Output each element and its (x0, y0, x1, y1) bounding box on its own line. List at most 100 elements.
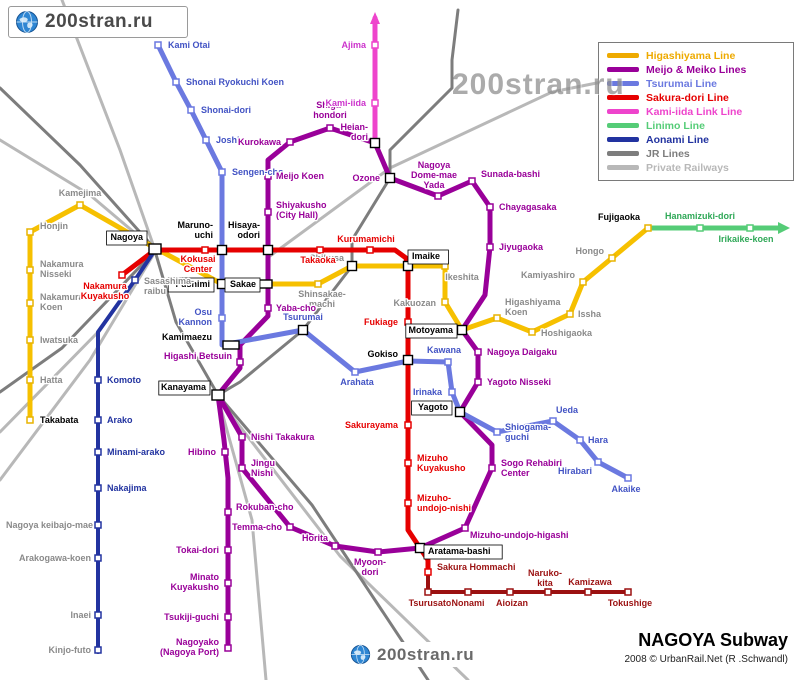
station-kurumamichi (366, 246, 374, 254)
station-kamiyashiro (579, 278, 587, 286)
station-label-takaoka: Takaoka (300, 255, 336, 265)
station-label-meijo-koen: Meijo Koen (276, 171, 324, 181)
station-higashi-betsuin (236, 358, 244, 366)
station-label-kurokawa: Kurokawa (238, 137, 282, 147)
station-nakamura-koen (26, 299, 34, 307)
station-label-maruno-uchi: Maruno-uchi (178, 220, 214, 240)
station-label-hirabari: Hirabari (558, 466, 592, 476)
legend-swatch-aonami-line (607, 137, 639, 142)
station-hatta (26, 376, 34, 384)
station-label-shiogama-guchi: Shiogama-guchi (505, 422, 551, 442)
station-kakuozan (441, 298, 449, 306)
site-logo-bottom[interactable]: 200stran.ru (346, 642, 479, 667)
station-ozone (384, 172, 396, 184)
station-label-irinaka: Irinaka (413, 387, 443, 397)
station-label-tsukiji-guchi: Tsukiji-guchi (164, 612, 219, 622)
station-label-kawana: Kawana (427, 345, 462, 355)
station-label-chikusa: Chikusa (309, 253, 345, 263)
station-label-honjin: Honjin (40, 221, 68, 231)
station-jiyugaoka (486, 243, 494, 251)
station-hibino (221, 448, 229, 456)
station-label-myoon-dori: Myoon-dori (354, 557, 386, 577)
title-block: NAGOYA Subway 2008 © UrbanRail.Net (R .S… (624, 630, 788, 665)
station-higashiyama-koen (493, 314, 501, 322)
site-logo-text: 200stran.ru (45, 11, 153, 32)
station-sogo-rehabiri-center (488, 464, 496, 472)
station-inaei (94, 611, 102, 619)
legend-item-aonami-line: Aonami Line (607, 134, 785, 146)
station-yagoto (454, 406, 466, 418)
station-label-ozone: Ozone (352, 173, 380, 183)
station-shiogama-guchi (493, 428, 501, 436)
station-kamimaezu (222, 340, 240, 350)
legend-item-linimo-line: Linimo Line (607, 120, 785, 132)
station-mizuho-undojo-nishi (404, 499, 412, 507)
station-kamejima (76, 201, 84, 209)
station-label-kanayama: Kanayama (161, 382, 207, 392)
station-nakajima (94, 484, 102, 492)
station-hanamizuki-dori (696, 224, 704, 232)
railway-jr-tokaido-south (216, 393, 430, 680)
station-kokusai-center (201, 246, 209, 254)
legend-label-kami-iida-link-line: Kami-iida Link Line (646, 105, 743, 118)
station-ueda (549, 417, 557, 425)
legend-swatch-jr-lines (607, 151, 639, 156)
legend-swatch-private-railways (607, 165, 639, 170)
station-nagoya-daigaku (474, 348, 482, 356)
station-shonai-dori (187, 106, 195, 114)
station-arako (94, 416, 102, 424)
station-yagoto-nisseki (474, 378, 482, 386)
station-label-arakogawa-koen: Arakogawa-koen (19, 553, 91, 563)
station-label-box-imaike (407, 249, 449, 265)
railway-jr-nagoya-kanayama (153, 249, 220, 397)
legend-swatch-higashiyama-line (607, 53, 639, 58)
station-label-gokiso: Gokiso (367, 349, 398, 359)
legend-item-tsurumai-line: Tsurumai Line (607, 78, 785, 90)
station-label-box-aratama-bashi (423, 544, 503, 560)
railway-private-south-1 (216, 396, 268, 680)
station-arakogawa-koen (94, 554, 102, 562)
station-shinsakae-machi (314, 280, 322, 288)
station-label-aratama-bashi: Aratama-bashi (428, 546, 491, 556)
station-label-sasashima-raibu: Sasashima-raibu (144, 276, 194, 296)
station-label-box-motoyama (405, 323, 458, 339)
station-yaba-cho (264, 304, 272, 312)
legend-item-jr-lines: JR Lines (607, 148, 785, 160)
station-label-hanamizuki-dori: Hanamizuki-dori (665, 211, 735, 221)
station-ajima (371, 41, 379, 49)
station-label-irikaike-koen: Irikaike-koen (718, 234, 773, 244)
station-label-shonai-ryokuchi-koen: Shonai Ryokuchi Koen (186, 77, 284, 87)
station-chikusa (346, 260, 358, 272)
station-nagoya (148, 243, 162, 255)
station-irikaike-koen (746, 224, 754, 232)
legend-swatch-linimo-line (607, 123, 639, 128)
legend-item-kami-iida-link-line: Kami-iida Link Line (607, 105, 785, 118)
station-maruno-uchi (216, 244, 228, 256)
station-kanayama (211, 389, 225, 401)
station-kawana (444, 358, 452, 366)
station-label-ueda: Ueda (556, 405, 579, 415)
station-heian-dori (369, 137, 381, 149)
station-nonami (464, 588, 472, 596)
station-label-tsurumai: Tsurumai (283, 312, 323, 322)
station-label-tokai-dori: Tokai-dori (176, 545, 219, 555)
station-label-higashi-betsuin: Higashi Betsuin (164, 351, 232, 361)
site-logo-bottom-text: 200stran.ru (377, 644, 475, 664)
station-meijo-koen (264, 172, 272, 180)
station-label-sakurayama: Sakurayama (345, 420, 399, 430)
station-label-kami-otai: Kami Otai (168, 40, 210, 50)
station-hoshigaoka (528, 328, 536, 336)
site-logo[interactable]: 200stran.ru (8, 6, 188, 38)
station-irinaka (448, 388, 456, 396)
station-label-heian-dori: Heian-dori (340, 122, 368, 142)
legend-label-private-railways: Private Railways (646, 161, 729, 174)
station-jingu-nishi (238, 464, 246, 472)
legend-item-higashiyama-line: Higashiyama Line (607, 50, 785, 62)
map-title: NAGOYA Subway (638, 630, 788, 650)
station-label-shiyakusho-city-hall: Shiyakusho(City Hall) (276, 200, 327, 220)
